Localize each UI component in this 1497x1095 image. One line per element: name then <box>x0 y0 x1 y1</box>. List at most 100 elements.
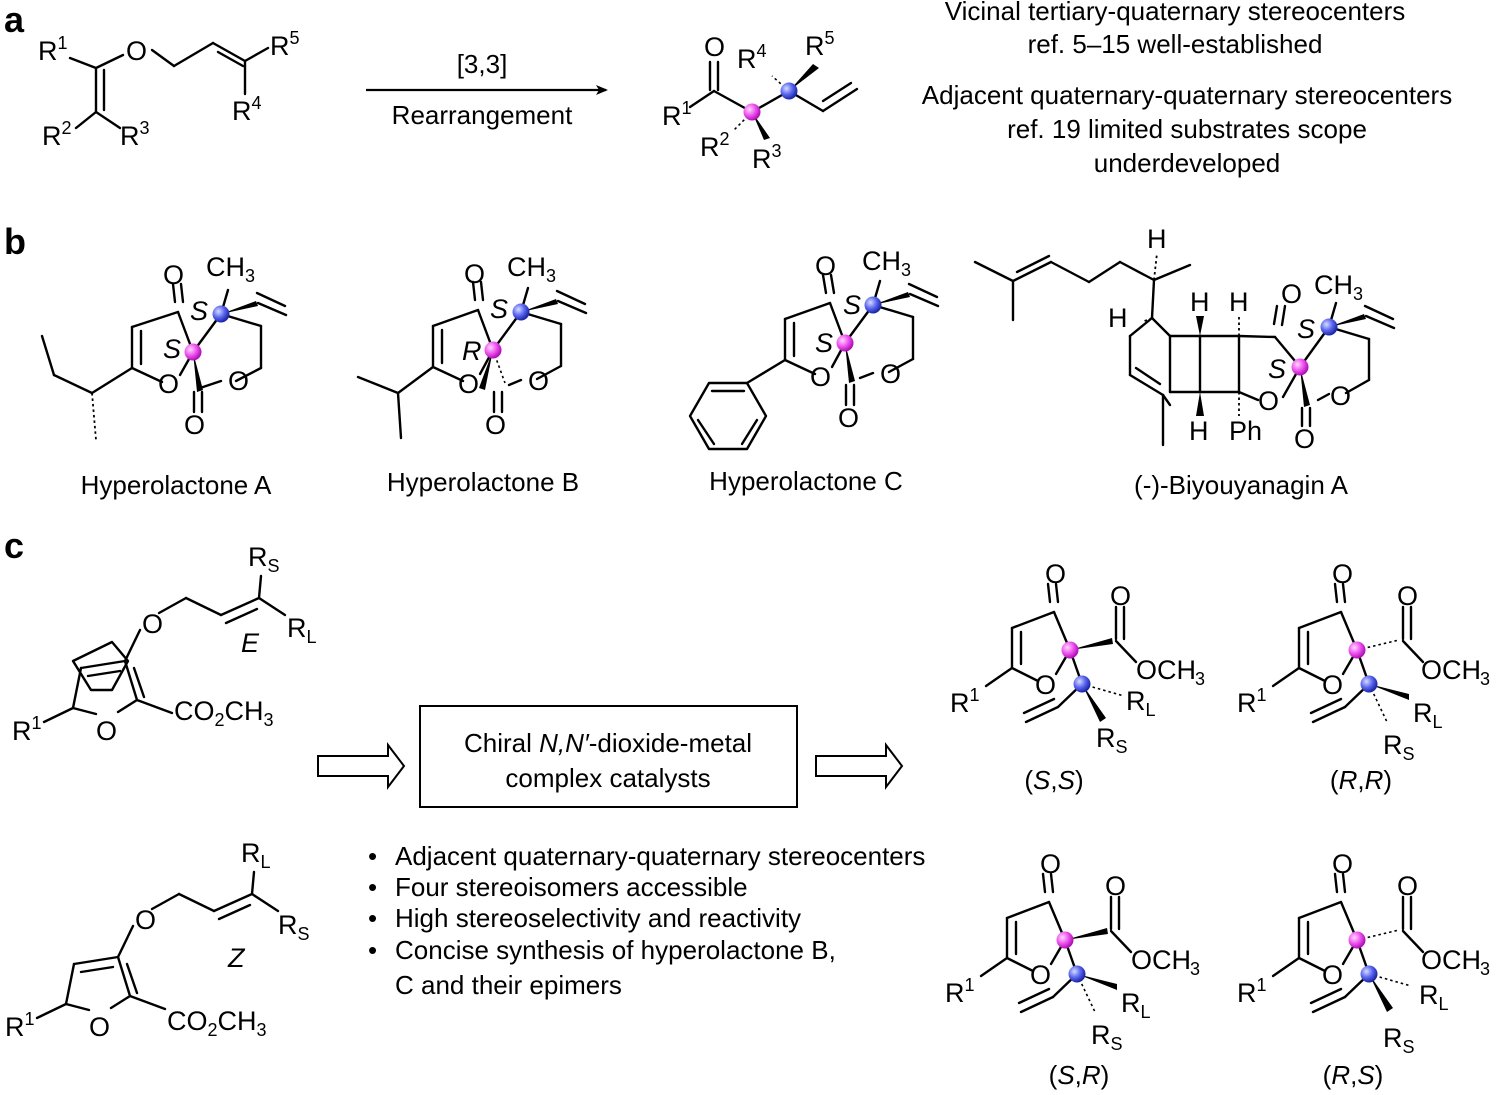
atom-o: O <box>464 259 485 289</box>
atom-o: O <box>1105 871 1126 901</box>
rs-label: RS <box>248 542 280 576</box>
bullet-icon: • <box>368 841 377 871</box>
product-r2-label: R2 <box>700 129 730 162</box>
hyperolactone-b-quaternary-center <box>484 341 502 359</box>
descriptor-s: S <box>1268 354 1286 384</box>
structure-hyperolactone-b: O CH3 S R O O O Hyperolactone B <box>356 252 588 497</box>
panel-b: b <box>4 221 1396 500</box>
ring-oxygen: O <box>1330 381 1351 411</box>
isomer-sr-label: (S,R) <box>1049 1060 1110 1090</box>
structure-hyperolactone-c: O CH3 S S O O O Hyperolactone C <box>688 246 940 496</box>
r1-label: R1 <box>12 713 42 746</box>
ether-oxygen: O <box>142 609 163 639</box>
catalyst-line-1: Chiral N,N′-dioxide-metal <box>464 728 752 758</box>
ring-oxygen: O <box>1322 670 1343 700</box>
methyl-label: CH3 <box>862 246 911 280</box>
biyouyanagin-quaternary-center <box>1291 358 1309 376</box>
descriptor-s: S <box>163 334 181 364</box>
compound-name-hyperolactone-a: Hyperolactone A <box>81 470 272 500</box>
geometry-e: E <box>241 628 260 658</box>
hyperolactone-c-quaternary-center <box>836 334 854 352</box>
isomer-rr: O O OCH 3 O R1 RL RS (R,R) <box>1237 559 1490 795</box>
reactant-ether-oxygen: O <box>126 36 147 66</box>
atom-o: O <box>1397 871 1418 901</box>
arrow-label-top: [3,3] <box>457 49 508 79</box>
panel-a-notes: Vicinal tertiary-quaternary stereocenter… <box>922 0 1452 178</box>
hollow-arrow-right <box>815 742 904 790</box>
reactant-allyl-vinyl-ether: R1 O R2 R3 R5 R4 <box>38 28 300 151</box>
r1-label: R1 <box>1237 975 1267 1008</box>
ring-oxygen: O <box>528 366 549 396</box>
hydrogen: H <box>1189 416 1209 446</box>
atom-o: O <box>485 410 506 440</box>
atom-o: O <box>1332 559 1353 589</box>
reactant-r1-label: R1 <box>38 33 68 66</box>
rs-label: RS <box>1091 1020 1123 1054</box>
isomer-rr-label: (R,R) <box>1330 765 1392 795</box>
panel-c: c O O R1 CO2CH3 RS RL E <box>4 525 1490 1090</box>
hyperolactone-a-quaternary-center <box>184 343 202 361</box>
ring-oxygen: O <box>1258 386 1279 416</box>
quaternary-center <box>1348 931 1366 949</box>
descriptor-r: R <box>462 336 482 366</box>
methoxy-subscript: 3 <box>1480 669 1490 689</box>
rs-label: RS <box>1383 1023 1415 1057</box>
compound-name-hyperolactone-b: Hyperolactone B <box>387 467 579 497</box>
ether-oxygen: O <box>135 905 156 935</box>
catalyst-box: Chiral N,N′-dioxide-metal complex cataly… <box>419 705 798 808</box>
isomer-rs-label: (R,S) <box>1323 1060 1384 1090</box>
atom-o: O <box>1040 849 1061 879</box>
note-adjacent-ref: ref. 19 limited substrates scope <box>1007 114 1367 144</box>
substrate-z: O O R1 CO2CH3 RL RS Z <box>5 838 310 1042</box>
panel-a: a R1 O R2 R3 R5 R4 [3,3] Rearrange <box>4 0 1452 178</box>
note-adjacent-title: Adjacent quaternary-quaternary stereocen… <box>922 80 1452 110</box>
descriptor-s: S <box>1297 314 1315 344</box>
ring-oxygen: O <box>1030 960 1051 990</box>
bullet-item: Concise synthesis of hyperolactone B, <box>395 935 836 965</box>
atom-o: O <box>1397 581 1418 611</box>
rl-label: RL <box>1126 686 1156 720</box>
methoxy-label: OCH <box>1421 655 1481 685</box>
product-r4-label: R4 <box>737 41 767 74</box>
note-adjacent-status: underdeveloped <box>1094 148 1281 178</box>
r1-label: R1 <box>1237 685 1267 718</box>
atom-o: O <box>163 260 184 290</box>
r1-label: R1 <box>945 975 975 1008</box>
hydrogen: H <box>1190 287 1210 317</box>
ring-oxygen: O <box>1035 670 1056 700</box>
structure-biyouyanagin-a: H H H H H Ph O O CH3 S S O O (-)-Biyouya… <box>973 224 1396 500</box>
hyperolactone-b-tertiary-center <box>512 303 530 321</box>
hydrogen: H <box>1108 303 1128 333</box>
geometry-z: Z <box>227 943 246 973</box>
quaternary-center <box>1061 641 1079 659</box>
ring-oxygen: O <box>1322 960 1343 990</box>
quaternary-center <box>1360 675 1378 693</box>
bullet-item: Four stereoisomers accessible <box>395 872 748 902</box>
methoxy-subscript: 3 <box>1190 959 1200 979</box>
atom-o: O <box>1281 279 1302 309</box>
reactant-r5-label: R5 <box>270 28 300 61</box>
quaternary-center <box>1068 965 1086 983</box>
furan-oxygen: O <box>96 716 117 746</box>
product-carbonyl-oxygen: O <box>704 32 725 62</box>
ring-oxygen: O <box>880 359 901 389</box>
atom-o: O <box>838 403 859 433</box>
rl-label: RL <box>241 838 271 872</box>
tertiary-stereocenter-marker <box>780 82 798 100</box>
r1-label: R1 <box>5 1009 35 1042</box>
atom-o: O <box>1294 424 1315 454</box>
r1-label: R1 <box>950 685 980 718</box>
isomer-sr: O O OCH 3 O R1 RL RS (S,R) <box>945 849 1200 1090</box>
atom-o: O <box>1332 849 1353 879</box>
descriptor-s: S <box>490 294 508 324</box>
methoxy-label: OCH <box>1131 945 1191 975</box>
feature-bullet-list: • Adjacent quaternary-quaternary stereoc… <box>368 841 925 1000</box>
isomer-ss: O O OCH 3 O R1 RL RS (S,S) <box>950 559 1205 795</box>
methoxy-subscript: 3 <box>1480 959 1490 979</box>
product-r5-label: R5 <box>805 28 835 61</box>
methoxy-label: OCH <box>1421 945 1481 975</box>
bullet-icon: • <box>368 903 377 933</box>
panel-c-label: c <box>4 525 24 566</box>
ring-oxygen: O <box>810 362 831 392</box>
atom-o: O <box>1045 559 1066 589</box>
